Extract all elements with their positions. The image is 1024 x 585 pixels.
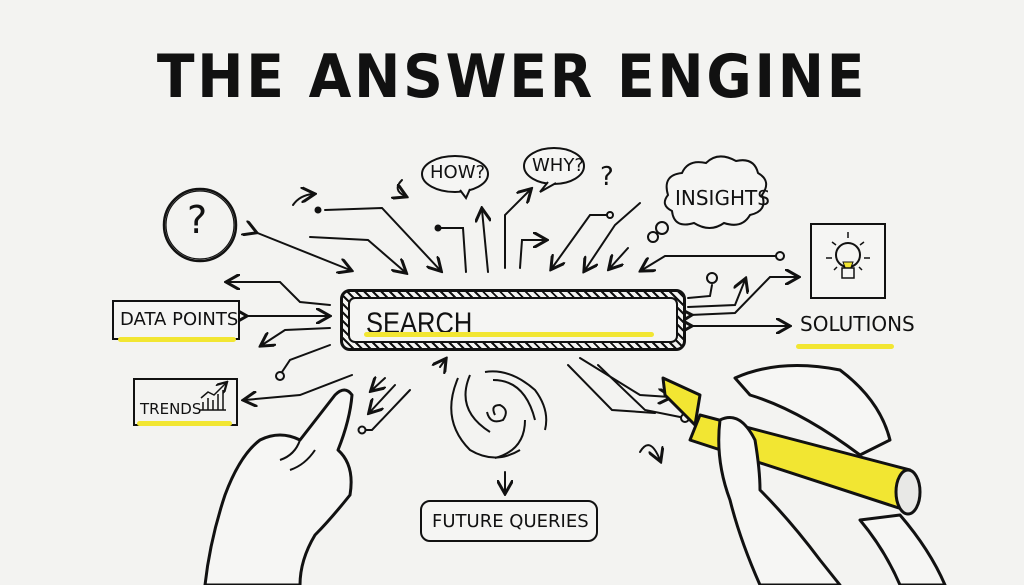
- page-title: THE ANSWER ENGINE: [156, 42, 868, 112]
- insights-cloud: INSIGHTS: [675, 186, 770, 210]
- swirl-icon: [450, 370, 548, 459]
- data-points-label: DATA POINTS: [120, 309, 239, 330]
- trends-highlight: [137, 421, 232, 426]
- lightbulb-icon: [810, 223, 886, 299]
- why-bubble: WHY?: [532, 155, 584, 176]
- pointing-hand-icon: [203, 388, 354, 585]
- future-queries-node: FUTURE QUERIES: [420, 500, 598, 542]
- search-box[interactable]: SEARCH: [340, 289, 686, 351]
- data-points-highlight: [118, 337, 236, 342]
- search-highlight: [364, 332, 654, 337]
- question-circle-icon: [162, 187, 238, 263]
- floating-question-mark: ?: [600, 162, 614, 192]
- data-points-node: DATA POINTS: [112, 300, 240, 342]
- trends-node: TRENDS: [133, 378, 238, 426]
- trends-label: TRENDS: [140, 400, 202, 418]
- how-bubble: HOW?: [430, 162, 486, 183]
- trend-chart-icon: [200, 383, 226, 411]
- solutions-label: SOLUTIONS: [800, 312, 915, 336]
- future-queries-label: FUTURE QUERIES: [432, 511, 589, 532]
- question-mark-icon: ?: [187, 198, 208, 242]
- solutions-highlight: [796, 344, 894, 349]
